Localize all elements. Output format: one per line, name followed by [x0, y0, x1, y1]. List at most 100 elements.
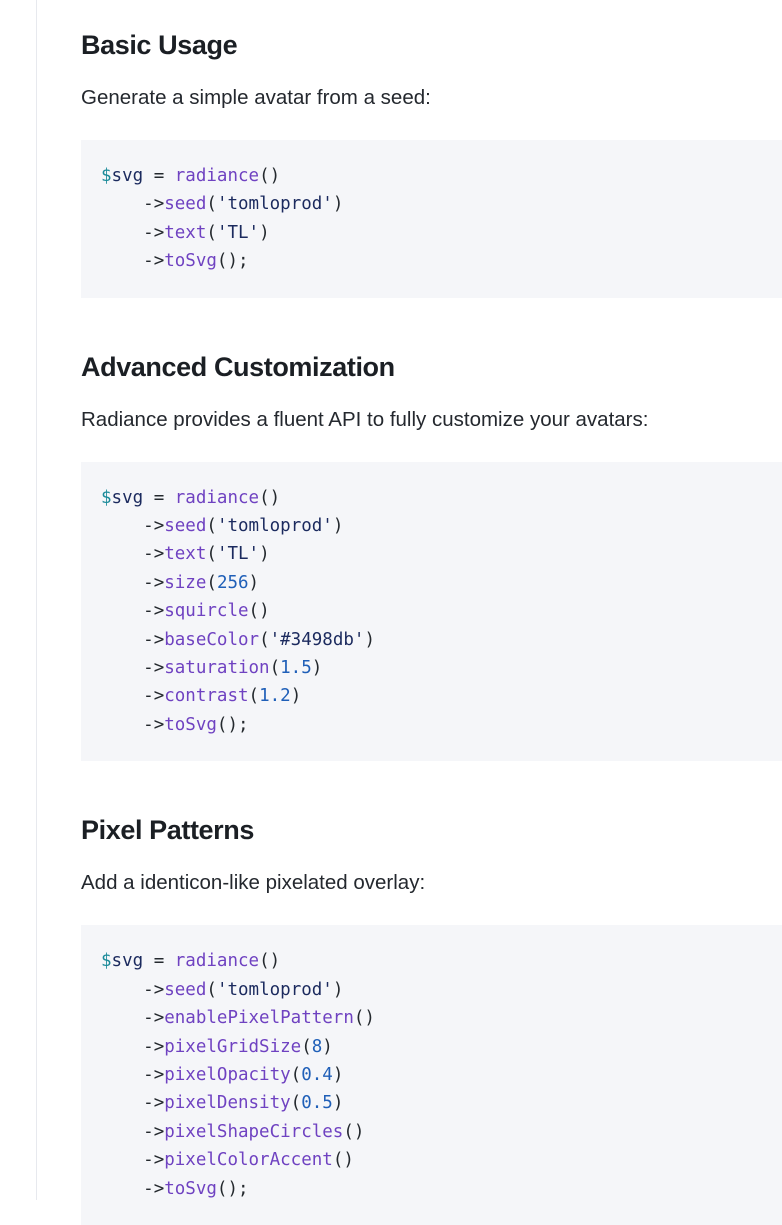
code-block-pixel-patterns[interactable]: $svg = radiance() ->seed('tomloprod') ->…	[81, 925, 782, 1225]
code-token-punct: (	[206, 544, 217, 565]
code-line: ->squircle()	[101, 597, 782, 625]
code-token-punct: )	[332, 979, 344, 1000]
spacer	[37, 897, 782, 925]
code-token-arrow: ->	[143, 194, 165, 215]
code-token-punct: ();	[216, 1178, 249, 1199]
code-token-punct	[101, 1065, 143, 1085]
code-token-punct	[101, 1179, 143, 1199]
code-token-arrow: ->	[143, 714, 165, 735]
code-token-punct	[101, 630, 143, 650]
code-token-arrow: ->	[143, 572, 165, 593]
code-token-punct: ();	[216, 714, 249, 735]
code-token-var: svg	[111, 951, 144, 972]
code-token-punct	[101, 1150, 143, 1170]
code-token-fn: radiance	[174, 487, 260, 508]
code-token-str: 'TL'	[216, 544, 260, 565]
code-token-fn: pixelGridSize	[164, 1036, 302, 1057]
code-token-fn: enablePixelPattern	[164, 1008, 354, 1029]
code-token-num: 8	[311, 1036, 323, 1057]
code-token-punct	[101, 1008, 143, 1028]
code-line: ->contrast(1.2)	[101, 682, 782, 710]
code-token-punct	[101, 980, 143, 1000]
code-token-punct: (	[259, 629, 270, 650]
code-line: ->pixelColorAccent()	[101, 1146, 782, 1174]
code-token-punct: =	[143, 951, 175, 972]
code-token-punct: )	[248, 572, 260, 593]
code-token-fn: pixelDensity	[164, 1093, 291, 1114]
code-token-punct	[101, 544, 143, 564]
code-token-arrow: ->	[143, 686, 165, 707]
code-token-punct	[101, 516, 143, 536]
code-token-arrow: ->	[143, 1093, 165, 1114]
code-token-punct: )	[322, 1036, 333, 1057]
section-advanced-customization: Advanced Customization Radiance provides…	[37, 350, 782, 762]
code-token-punct: (	[290, 1064, 302, 1085]
code-token-punct: (	[269, 658, 281, 679]
documentation-page: Basic Usage Generate a simple avatar fro…	[36, 0, 782, 1200]
code-token-arrow: ->	[143, 1178, 165, 1199]
code-token-punct: )	[364, 629, 375, 650]
code-token-fn: contrast	[164, 686, 249, 707]
code-token-fn: radiance	[174, 166, 260, 186]
sidebar-divider	[36, 0, 37, 1200]
code-token-punct	[101, 251, 143, 271]
section-pixel-patterns: Pixel Patterns Add a identicon-like pixe…	[37, 813, 782, 1225]
code-token-arrow: ->	[143, 601, 165, 622]
code-token-fn: seed	[164, 516, 207, 537]
code-line: $svg = radiance()	[101, 947, 782, 975]
code-token-arrow: ->	[143, 979, 165, 1000]
code-line: ->pixelOpacity(0.4)	[101, 1061, 782, 1089]
code-line: ->size(256)	[101, 569, 782, 597]
code-token-punct: (	[206, 572, 217, 593]
section-paragraph-pixel-patterns: Add a identicon-like pixelated overlay:	[81, 871, 426, 895]
code-token-punct: (	[290, 1093, 302, 1114]
code-token-punct	[101, 658, 143, 678]
spacer	[37, 434, 782, 462]
code-token-punct	[101, 601, 143, 621]
code-token-punct: ()	[259, 487, 281, 508]
code-token-fn: pixelColorAccent	[164, 1150, 333, 1171]
code-line: ->toSvg();	[101, 247, 782, 275]
section-basic-usage: Basic Usage Generate a simple avatar fro…	[37, 28, 782, 298]
code-token-arrow: ->	[143, 1121, 165, 1142]
code-token-punct: )	[332, 194, 344, 215]
code-token-num: 256	[216, 572, 249, 593]
code-block-advanced-customization[interactable]: $svg = radiance() ->seed('tomloprod') ->…	[81, 461, 782, 762]
code-block-basic-usage[interactable]: $svg = radiance() ->seed('tomloprod') ->…	[81, 140, 782, 298]
code-token-punct: ()	[332, 1150, 354, 1171]
code-token-punct: )	[259, 544, 270, 565]
code-token-punct: =	[143, 166, 175, 186]
code-token-punct: (	[206, 979, 217, 1000]
code-token-arrow: ->	[143, 1064, 165, 1085]
code-token-punct	[101, 194, 143, 214]
code-token-fn: pixelShapeCircles	[164, 1121, 344, 1142]
code-token-punct: )	[290, 686, 302, 707]
code-token-fn: toSvg	[164, 714, 217, 735]
code-token-punct: (	[301, 1036, 312, 1057]
code-token-fn: text	[164, 544, 207, 565]
code-token-fn: size	[164, 572, 207, 593]
code-token-punct: (	[206, 222, 217, 243]
code-token-punct: ()	[259, 166, 281, 186]
code-token-num: 0.5	[301, 1093, 333, 1114]
code-token-punct: (	[206, 194, 217, 215]
code-token-punct: ();	[216, 251, 249, 272]
section-heading-basic-usage: Basic Usage	[81, 30, 238, 60]
code-token-punct	[101, 686, 143, 706]
code-token-punct: ()	[353, 1008, 375, 1029]
code-token-punct: (	[206, 516, 217, 537]
code-line: $svg = radiance()	[101, 484, 782, 512]
code-token-var-sigil: $	[101, 487, 112, 508]
code-token-punct: )	[332, 1093, 344, 1114]
code-token-fn: toSvg	[164, 1178, 217, 1199]
code-line: ->saturation(1.5)	[101, 654, 782, 682]
code-token-punct: ()	[343, 1121, 365, 1142]
code-token-str: 'tomloprod'	[216, 516, 333, 537]
code-line: ->text('TL')	[101, 540, 782, 568]
code-token-punct	[101, 1037, 143, 1057]
code-token-punct: )	[311, 658, 323, 679]
section-heading-pixel-patterns: Pixel Patterns	[81, 815, 254, 846]
spacer	[37, 112, 782, 140]
section-heading-advanced-customization: Advanced Customization	[81, 351, 395, 382]
code-line: $svg = radiance()	[101, 162, 782, 190]
